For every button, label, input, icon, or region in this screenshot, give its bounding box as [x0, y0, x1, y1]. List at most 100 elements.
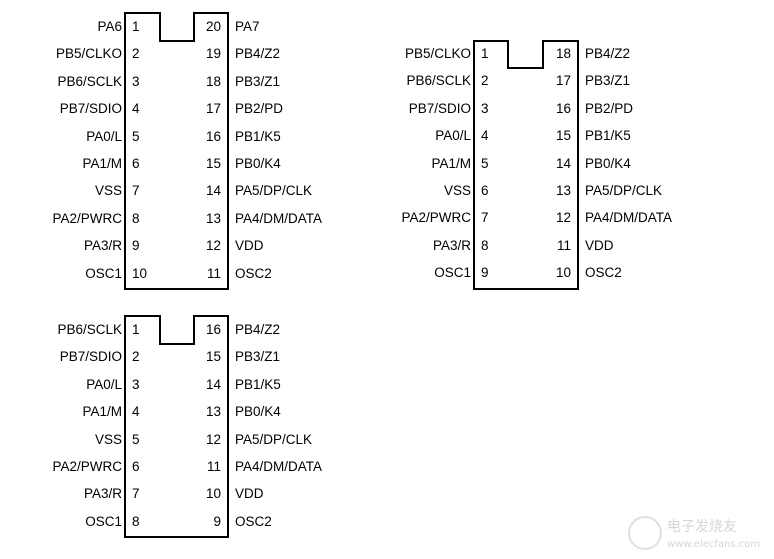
pin-name-right: PB4/Z2	[585, 46, 631, 61]
pin-name-right: OSC2	[235, 265, 272, 281]
pin-number-left: 9	[132, 238, 140, 254]
pin-name-right: PA7	[235, 19, 260, 34]
pin-name-left: PA0/L	[86, 376, 122, 392]
pin-name-left: PA3/R	[83, 486, 122, 502]
pin-name-left: OSC1	[434, 265, 471, 281]
pin-name-left: PA3/R	[432, 237, 471, 253]
pin-name-right: PB4/Z2	[235, 322, 281, 337]
pin-number-right: 12	[205, 238, 221, 254]
pin-name-right: PA4/DM/DATA	[235, 210, 323, 226]
pin-number-right: 11	[206, 265, 221, 281]
pin-name-left: OSC1	[85, 265, 122, 281]
pin-number-left: 3	[132, 73, 140, 89]
pin-number-left: 4	[481, 128, 489, 144]
pin-name-right: PA5/DP/CLK	[235, 183, 313, 199]
pin-name-left: VSS	[94, 183, 122, 199]
pin-number-right: 16	[205, 128, 221, 144]
pin-name-right: PA5/DP/CLK	[235, 431, 313, 447]
pin-number-left: 8	[132, 210, 140, 226]
pin-name-left: VSS	[94, 431, 122, 447]
pin-number-right: 17	[205, 101, 221, 117]
pin-name-right: PB0/K4	[585, 155, 631, 171]
pin-number-left: 6	[132, 459, 140, 474]
pin-name-left: PB7/SDIO	[59, 349, 122, 365]
pin-number-right: 10	[555, 265, 571, 281]
pin-number-right: 10	[205, 486, 221, 502]
pin-number-right: 13	[205, 210, 221, 226]
pin-name-left: PA2/PWRC	[401, 210, 471, 226]
logo-icon	[628, 516, 662, 550]
pin-name-right: PB0/K4	[235, 404, 281, 420]
pin-number-left: 9	[481, 265, 489, 281]
pin-number-right: 13	[205, 404, 221, 420]
pin-number-right: 11	[556, 237, 571, 253]
pin-name-right: OSC2	[235, 513, 272, 529]
pin-name-right: PB1/K5	[235, 376, 281, 392]
pin-name-left: PB7/SDIO	[59, 101, 122, 117]
pin-number-left: 8	[481, 237, 489, 253]
pin-number-right: 18	[205, 73, 221, 89]
pin-number-right: 15	[205, 156, 221, 171]
pin-name-left: OSC1	[85, 513, 122, 529]
pin-number-left: 4	[132, 404, 140, 420]
pin-number-left: 2	[481, 73, 489, 89]
chip-outline	[124, 315, 229, 538]
pin-name-left: PB7/SDIO	[408, 100, 471, 116]
pin-name-right: VDD	[235, 486, 264, 502]
pin-name-left: PA0/L	[86, 128, 122, 144]
watermark-url: www.elecfans.com	[667, 539, 760, 550]
pin-name-right: PB1/K5	[585, 128, 631, 144]
pin-number-left: 7	[132, 486, 140, 502]
pin-name-right: PA4/DM/DATA	[585, 210, 673, 226]
pin-number-left: 1	[481, 46, 489, 61]
pin-name-left: PA1/M	[82, 404, 122, 420]
chip-outline	[124, 12, 229, 290]
pin-number-right: 14	[555, 155, 571, 171]
pin-number-left: 1	[132, 322, 140, 337]
watermark-logo: 电子发烧友 www.elecfans.com	[628, 516, 760, 550]
pin-name-right: PB0/K4	[235, 156, 281, 171]
pin-number-left: 2	[132, 46, 140, 62]
pin-name-left: PB5/CLKO	[55, 46, 122, 62]
pin-number-left: 7	[481, 210, 489, 226]
pin-number-left: 10	[132, 265, 148, 281]
pin-number-right: 19	[205, 46, 221, 62]
pin-name-right: VDD	[235, 238, 264, 254]
pin-number-left: 7	[132, 183, 140, 199]
pin-number-right: 18	[555, 46, 571, 61]
pin-number-left: 5	[132, 431, 140, 447]
pin-number-right: 16	[555, 100, 571, 116]
pin-name-left: PB6/SCLK	[57, 322, 122, 337]
pin-name-right: PB4/Z2	[235, 46, 281, 62]
pin-number-right: 15	[555, 128, 571, 144]
pin-number-left: 5	[481, 155, 489, 171]
pin-number-left: 2	[132, 349, 140, 365]
pin-number-left: 3	[132, 376, 140, 392]
pin-name-left: PA1/M	[431, 155, 471, 171]
watermark-title: 电子发烧友	[667, 519, 737, 535]
pin-name-right: PB3/Z1	[235, 349, 281, 365]
pin-number-right: 17	[555, 73, 571, 89]
pin-name-left: PA3/R	[83, 238, 122, 254]
pin-number-right: 12	[555, 210, 571, 226]
pin-number-right: 16	[205, 322, 221, 337]
pin-name-right: PB3/Z1	[585, 73, 631, 89]
pin-name-right: PA4/DM/DATA	[235, 459, 323, 474]
pin-name-left: PA0/L	[435, 128, 471, 144]
pin-number-left: 1	[132, 19, 140, 34]
pin-number-right: 20	[205, 19, 221, 34]
pin-number-right: 12	[205, 431, 221, 447]
pin-name-right: PB3/Z1	[235, 73, 281, 89]
pin-name-right: PA5/DP/CLK	[585, 183, 663, 198]
pin-number-right: 14	[205, 376, 221, 392]
pin-name-right: OSC2	[585, 265, 622, 281]
pin-name-left: PA1/M	[82, 156, 122, 171]
pin-name-right: PB2/PD	[235, 101, 284, 117]
pin-name-left: PB6/SCLK	[57, 73, 122, 89]
pin-number-left: 3	[481, 100, 489, 116]
pin-number-right: 15	[205, 349, 221, 365]
pin-name-right: PB2/PD	[585, 100, 634, 116]
pin-number-left: 6	[132, 156, 140, 171]
pin-name-left: PA2/PWRC	[52, 459, 122, 474]
pin-number-right: 11	[206, 459, 221, 474]
